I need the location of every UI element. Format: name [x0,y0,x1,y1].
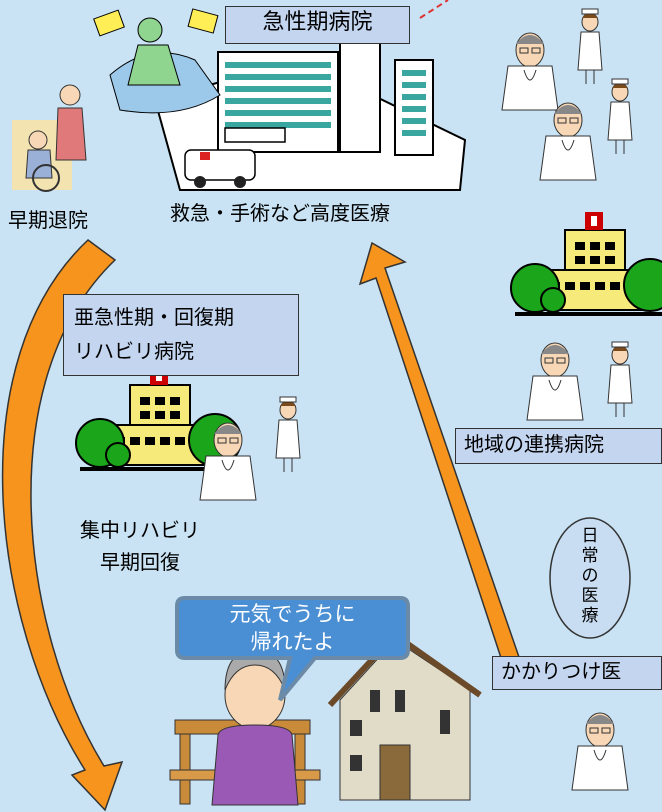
regional-hospital-box: 地域の連携病院 [455,428,662,464]
family-doctor-illustration [571,712,629,791]
left-return-arrow [1,239,124,812]
subacute-caption: 集中リハビリ 早期回復 [50,514,230,578]
acute-hospital-caption: 救急・手術など高度医療 [170,201,390,225]
subacute-hospital-box: 亜急性期・回復期 リハビリ病院 [63,294,299,376]
speech-line1: 元気でうちに [229,602,356,626]
family-doctor-box: かかりつけ医 [492,656,662,690]
doctors-nurses-top-right [501,8,633,181]
right-up-arrow [358,241,521,672]
subacute-line2: リハビリ病院 [74,339,194,363]
speech-bubble-shape [175,596,410,702]
subacute-line1: 亜急性期・回復期 [74,305,234,329]
regional-hospital-label: 地域の連携病院 [464,432,604,456]
subacute-caption1: 集中リハビリ [80,518,200,542]
acute-hospital-title-box: 急性期病院 [225,6,410,44]
family-doctor-label: かかりつけ医 [501,659,622,683]
rehab-hospital-illustration [75,366,301,501]
wheelchair-patient-illustration [12,84,87,192]
acute-hospital-illustration [93,0,467,191]
early-discharge-label: 早期退院 [8,208,88,232]
subacute-caption2: 早期回復 [100,550,180,574]
elderly-person-home-illustration [169,631,482,806]
speech-line2: 帰れたよ [250,630,335,654]
daily-care-label: 日常の医療 [581,526,599,626]
speech-bubble-text: 元気でうちに 帰れたよ [180,600,405,656]
acute-hospital-title: 急性期病院 [262,10,373,35]
daily-care-ellipse [549,517,631,639]
regional-hospital-illustration [510,211,662,421]
